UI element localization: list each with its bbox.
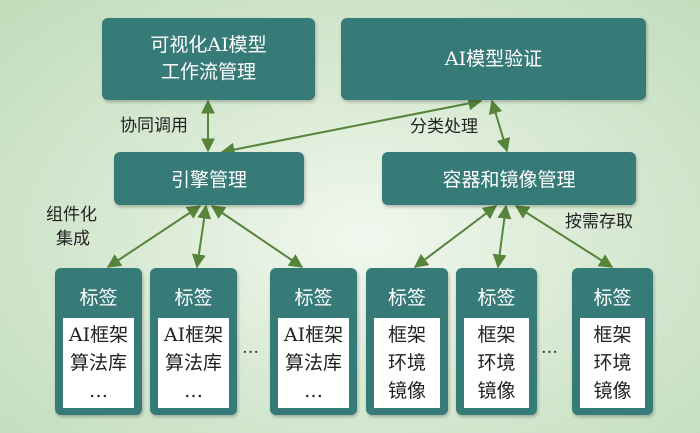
leaf-line: AI框架: [283, 324, 344, 346]
leaf-line: AI框架: [68, 324, 129, 346]
leaf-line: 镜像: [387, 380, 426, 402]
leaf-tag: 标签: [294, 287, 333, 309]
leaf-ai-1: 标签 AI框架算法库 …: [55, 268, 142, 415]
leaf-line: 框架: [477, 324, 516, 346]
label-ondemand: 按需存取: [565, 212, 633, 232]
arrow-container-leaf6: [514, 205, 614, 268]
leaf-line: 算法库: [284, 352, 342, 374]
leaf-line: …: [89, 380, 108, 402]
engine-management-box: 引擎管理: [114, 152, 304, 205]
arrow-engine-leaf3: [210, 205, 304, 268]
leaf-line: 环境: [387, 352, 426, 374]
container-text: 容器和镜像管理: [442, 169, 576, 191]
arrow-container-leaf5: [492, 204, 512, 269]
label-coop: 协同调用: [120, 116, 188, 136]
leaf-line: …: [304, 380, 323, 402]
leaf-line: 框架: [593, 324, 632, 346]
leaf-content: 框架环境镜像: [464, 318, 529, 408]
leaf-tag: 标签: [387, 287, 426, 309]
container-image-box: 容器和镜像管理: [382, 152, 636, 205]
leaf-content: AI框架算法库 …: [63, 318, 134, 408]
label-component-1: 组件化: [46, 205, 97, 225]
leaf-env-2: 标签 框架环境镜像: [456, 268, 537, 415]
model-verify-box: AI模型验证: [341, 18, 646, 100]
arrow-engine-leaf1: [106, 205, 202, 268]
leaf-tag: 标签: [593, 287, 632, 309]
leaf-env-1: 标签 框架环境镜像: [366, 268, 448, 415]
ellipsis-left: …: [242, 338, 259, 358]
leaf-tag: 标签: [174, 287, 213, 309]
leaf-line: 算法库: [164, 352, 222, 374]
workflow-management-box: 可视化AI模型 工作流管理: [102, 18, 315, 100]
model-verify-text: AI模型验证: [444, 47, 543, 70]
leaf-line: AI框架: [163, 324, 224, 346]
arrow-verify-container: [488, 99, 511, 153]
leaf-content: AI框架算法库 …: [158, 318, 229, 408]
leaf-content: 框架环境镜像: [374, 318, 440, 408]
leaf-ai-3: 标签 AI框架算法库 …: [270, 268, 357, 415]
leaf-line: 算法库: [69, 352, 127, 374]
arrow-engine-leaf2: [191, 204, 212, 269]
arrow-engine-verify: [220, 96, 483, 157]
leaf-content: AI框架算法库 …: [278, 318, 349, 408]
leaf-line: …: [184, 380, 203, 402]
label-component-2: 集成: [56, 229, 90, 249]
leaf-line: 环境: [593, 352, 632, 374]
label-component: 组件化 集成: [46, 203, 97, 251]
engine-text: 引擎管理: [170, 169, 247, 191]
leaf-line: 框架: [387, 324, 426, 346]
ellipsis-right: …: [541, 338, 558, 358]
leaf-content: 框架环境镜像: [580, 318, 645, 408]
leaf-line: 镜像: [593, 380, 632, 402]
leaf-line: 镜像: [477, 380, 516, 402]
leaf-tag: 标签: [477, 287, 516, 309]
label-classify: 分类处理: [410, 117, 478, 137]
arrow-container-leaf4: [413, 205, 498, 268]
workflow-line2: 工作流管理: [160, 61, 256, 83]
workflow-line1: 可视化AI模型: [150, 34, 267, 56]
leaf-ai-2: 标签 AI框架算法库 …: [150, 268, 237, 415]
leaf-env-3: 标签 框架环境镜像: [572, 268, 653, 415]
leaf-tag: 标签: [79, 287, 118, 309]
leaf-line: 环境: [477, 352, 516, 374]
